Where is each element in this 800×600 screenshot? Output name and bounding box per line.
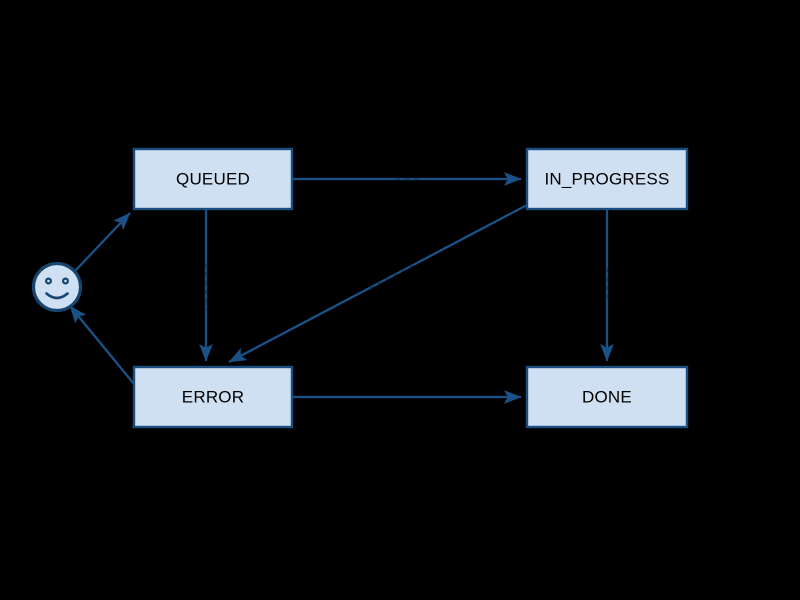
smiley-right-eye-icon bbox=[61, 277, 69, 285]
smiley-face-icon[interactable] bbox=[31, 261, 83, 313]
start-node[interactable] bbox=[31, 261, 83, 313]
edge-start-to-queued bbox=[74, 212, 131, 272]
state-node-queued[interactable]: QUEUED bbox=[132, 147, 294, 211]
state-node-error[interactable]: ERROR bbox=[132, 365, 294, 429]
nodes-layer: QUEUED IN_PROGRESS ERROR DONE bbox=[132, 147, 689, 429]
smiley-left-eye-icon bbox=[44, 277, 52, 285]
edges-layer bbox=[69, 172, 614, 404]
state-node-in-progress[interactable]: IN_PROGRESS bbox=[525, 147, 689, 211]
state-box-error[interactable] bbox=[132, 365, 294, 429]
edge-in-progress-to-error bbox=[228, 203, 528, 364]
edge-error-to-start bbox=[69, 305, 135, 385]
edge-error-to-start-line bbox=[69, 305, 135, 385]
state-box-queued[interactable] bbox=[132, 147, 294, 211]
smiley-mouth-icon bbox=[45, 292, 69, 300]
state-node-done[interactable]: DONE bbox=[525, 365, 689, 429]
edge-start-to-queued-line bbox=[74, 212, 131, 272]
state-box-in-progress[interactable] bbox=[525, 147, 689, 211]
state-box-done[interactable] bbox=[525, 365, 689, 429]
